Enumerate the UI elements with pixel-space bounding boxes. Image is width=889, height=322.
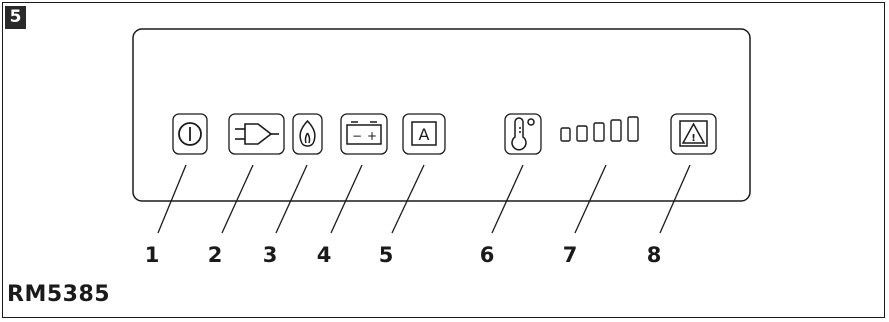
callout-7: 7 <box>563 243 578 267</box>
warning-glyph: ! <box>691 133 696 144</box>
auto-mode-icon: A <box>411 121 437 146</box>
auto-mode-glyph: A <box>419 125 430 144</box>
leader-line-5 <box>391 164 425 234</box>
leader-line-6 <box>491 164 524 234</box>
power-button[interactable] <box>172 113 208 155</box>
mains-button[interactable] <box>228 113 285 155</box>
control-panel-outline <box>132 28 751 202</box>
callout-1: 1 <box>145 243 160 267</box>
leader-lines <box>157 164 691 234</box>
callout-2: 2 <box>208 243 223 267</box>
callout-6: 6 <box>480 243 495 267</box>
gas-flame-icon <box>299 119 316 147</box>
auto-mode-button[interactable]: A <box>402 113 446 155</box>
temperature-level-indicator <box>560 116 639 142</box>
leader-line-2 <box>221 164 254 234</box>
leader-line-7 <box>574 164 607 234</box>
callout-8: 8 <box>647 243 662 267</box>
thermometer-icon <box>511 117 535 151</box>
battery-plus-glyph: + <box>367 129 377 143</box>
level-bar <box>593 122 605 142</box>
level-bar <box>560 127 571 142</box>
battery-minus-glyph: − <box>352 129 362 143</box>
mains-plug-icon <box>235 123 279 145</box>
leader-line-4 <box>330 164 363 234</box>
warning-triangle-icon: ! <box>679 120 708 147</box>
power-icon <box>178 122 202 146</box>
leader-line-1 <box>157 164 187 234</box>
figure-code: RM5385 <box>7 282 111 307</box>
level-bar <box>576 125 588 142</box>
figure-frame <box>2 2 885 318</box>
battery-icon: − + <box>346 121 382 145</box>
callout-5: 5 <box>379 243 394 267</box>
gas-button[interactable] <box>292 113 323 155</box>
fault-button[interactable]: ! <box>670 113 717 155</box>
leader-line-8 <box>659 164 691 234</box>
level-bar <box>610 119 622 142</box>
temperature-button[interactable] <box>504 113 542 155</box>
battery-button[interactable]: − + <box>340 113 388 155</box>
callout-4: 4 <box>317 243 332 267</box>
callout-3: 3 <box>263 243 278 267</box>
level-bar <box>627 116 639 142</box>
callout-numbers: 1 2 3 4 5 6 7 8 <box>145 243 662 267</box>
figure-number-badge: 5 <box>5 6 26 29</box>
leader-line-3 <box>275 164 308 234</box>
